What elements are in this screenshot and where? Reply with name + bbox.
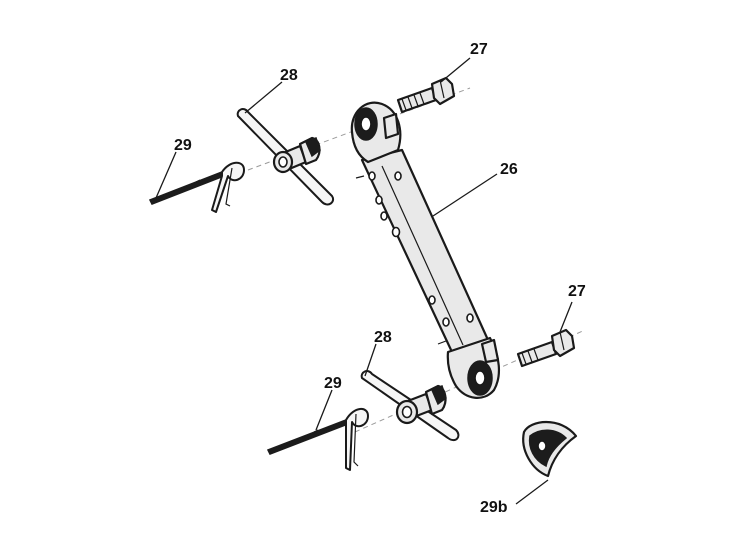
t-pin-bottom-part[interactable] [360,370,460,442]
bolt-bottom-part[interactable] [516,328,576,368]
leader-28-bottom [364,343,377,377]
arm-holes [368,171,474,327]
callout-27-top: 27 [470,41,488,58]
leader-lines [155,57,573,505]
clip-bottom-part[interactable] [266,408,369,471]
leader-27-top [440,57,471,83]
callout-28-bottom: 28 [374,329,392,346]
clip-top-part[interactable] [148,161,245,213]
leader-29-top [155,151,177,199]
bracket-part[interactable] [522,421,578,478]
callout-29-top: 29 [174,137,192,154]
callout-29-bottom: 29 [324,375,342,392]
leader-29b [515,479,549,505]
leader-27-bottom [559,301,573,333]
t-pin-top-part[interactable] [236,108,334,206]
callout-labels: 26 27 27 28 28 29 29 29b [174,41,586,516]
callout-28-top: 28 [280,67,298,84]
callout-29b: 29b [480,499,508,516]
callout-26: 26 [500,161,518,178]
leader-29-bottom [315,389,333,431]
bolt-top-part[interactable] [396,76,456,114]
callout-27-bottom: 27 [568,283,586,300]
leader-26 [432,173,498,217]
leader-28-top [244,81,283,114]
link-arm-part[interactable] [350,101,500,399]
